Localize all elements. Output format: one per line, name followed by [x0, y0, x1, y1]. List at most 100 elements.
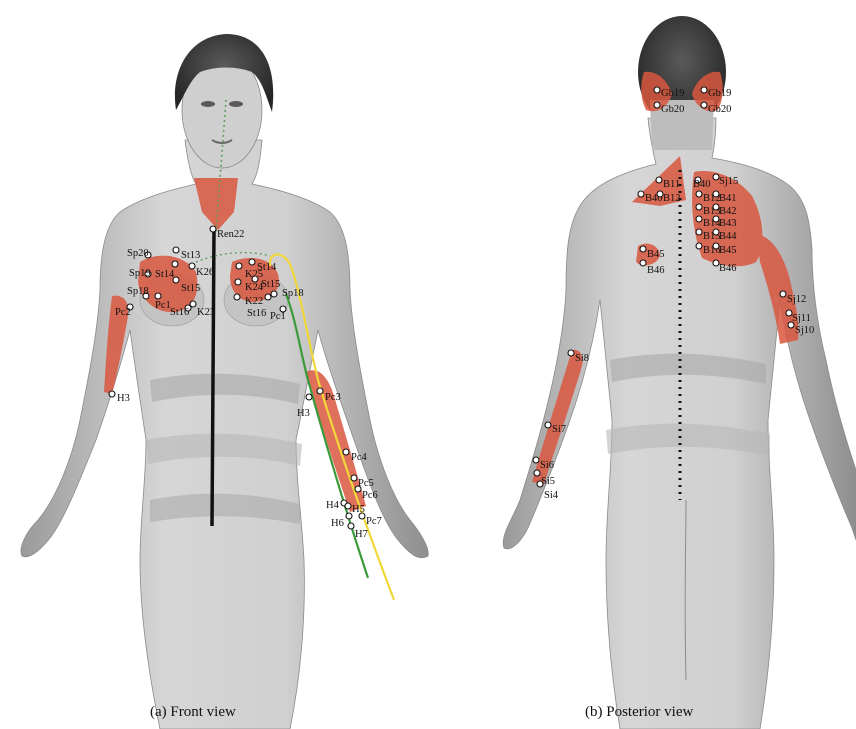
front-point-marker	[306, 394, 312, 400]
back-point-marker	[788, 322, 794, 328]
front-point-marker	[155, 293, 161, 299]
back-point-label: Si8	[575, 353, 589, 364]
back-point-label: Gb20	[708, 104, 731, 115]
back-point-label: B46	[719, 263, 737, 274]
back-point-label: Sj11	[792, 313, 811, 324]
back-point-marker	[568, 350, 574, 356]
front-point-marker	[189, 263, 195, 269]
back-point-marker	[654, 87, 660, 93]
back-point-label: Sj12	[787, 294, 806, 305]
back-point-marker	[654, 102, 660, 108]
back-point-label: B46	[647, 265, 665, 276]
back-point-label: Si4	[544, 490, 559, 501]
back-point-marker	[638, 191, 644, 197]
front-point-label: H3	[297, 408, 310, 419]
front-point-label: Pc1	[270, 311, 286, 322]
back-point-label: B12	[663, 193, 681, 204]
back-point-label: B11	[663, 179, 680, 190]
front-point-label: St14	[257, 262, 277, 273]
back-point-marker	[696, 216, 702, 222]
front-point-label: Pc6	[362, 490, 378, 501]
front-point-label: St15	[181, 283, 200, 294]
front-point-marker	[348, 523, 354, 529]
back-point-label: B42	[719, 206, 737, 217]
front-point-label: K26	[196, 267, 214, 278]
back-point-marker	[534, 470, 540, 476]
front-point-marker	[265, 294, 271, 300]
front-view-caption: (a) Front view	[150, 704, 236, 721]
front-point-label: St16	[247, 308, 266, 319]
back-point-label: Gb19	[661, 88, 684, 99]
front-point-marker	[359, 513, 365, 519]
front-point-label: Pc2	[115, 307, 131, 318]
back-point-label: B45	[647, 249, 665, 260]
back-point-label: Sj10	[795, 325, 814, 336]
front-point-label: H6	[331, 518, 344, 529]
front-point-label: St13	[181, 250, 200, 261]
back-point-label: B43	[719, 218, 737, 229]
front-point-marker	[109, 391, 115, 397]
front-point-marker	[346, 513, 352, 519]
back-point-label: B40	[693, 179, 711, 190]
posterior-view-caption: (b) Posterior view	[585, 704, 693, 721]
back-point-marker	[780, 291, 786, 297]
back-point-label: Gb19	[708, 88, 731, 99]
front-point-marker	[355, 486, 361, 492]
back-point-label: B44	[719, 231, 737, 242]
front-point-marker	[173, 277, 179, 283]
front-point-label: H4	[326, 500, 340, 511]
back-point-marker	[701, 102, 707, 108]
back-point-label: B45	[719, 245, 737, 256]
front-point-label: H3	[117, 393, 130, 404]
front-point-label: Pc3	[325, 392, 341, 403]
front-point-label: Sp18	[282, 288, 304, 299]
front-point-label: Ren22	[217, 229, 244, 240]
back-point-marker	[696, 191, 702, 197]
back-point-marker	[696, 229, 702, 235]
back-point-marker	[640, 246, 646, 252]
front-point-label: Pc7	[366, 516, 382, 527]
front-point-marker	[343, 449, 349, 455]
front-point-label: K22	[245, 296, 263, 307]
front-right-eye	[229, 101, 243, 107]
back-point-label: Gb20	[661, 104, 684, 115]
front-point-marker	[345, 503, 351, 509]
front-point-marker	[249, 259, 255, 265]
front-point-label: St15	[261, 279, 280, 290]
front-point-marker	[317, 388, 323, 394]
back-point-marker	[696, 243, 702, 249]
front-point-marker	[235, 279, 241, 285]
front-point-marker	[236, 263, 242, 269]
front-point-label: St14	[155, 269, 175, 280]
back-point-marker	[656, 177, 662, 183]
front-point-label: K23	[197, 307, 215, 318]
front-point-label: Sp20	[127, 248, 149, 259]
back-point-label: Si6	[540, 460, 554, 471]
back-point-marker	[537, 481, 543, 487]
front-point-label: St16	[170, 307, 189, 318]
front-point-marker	[271, 291, 277, 297]
back-point-marker	[533, 457, 539, 463]
front-point-marker	[234, 294, 240, 300]
front-point-marker	[172, 261, 178, 267]
back-point-marker	[545, 422, 551, 428]
front-point-marker	[173, 247, 179, 253]
back-point-marker	[696, 204, 702, 210]
front-point-label: H7	[355, 529, 368, 540]
front-left-eye	[201, 101, 215, 107]
back-point-label: B41	[719, 193, 737, 204]
front-point-marker	[210, 226, 216, 232]
front-point-marker	[252, 276, 258, 282]
front-point-label: Pc4	[351, 452, 368, 463]
front-point-label: Sp18	[127, 286, 149, 297]
back-point-marker	[701, 87, 707, 93]
back-point-marker	[640, 260, 646, 266]
front-point-marker	[351, 475, 357, 481]
back-point-label: Si7	[552, 424, 566, 435]
front-point-label: Pc1	[155, 300, 171, 311]
front-point-label: Sp19	[129, 268, 151, 279]
back-point-label: Sj15	[719, 176, 738, 187]
